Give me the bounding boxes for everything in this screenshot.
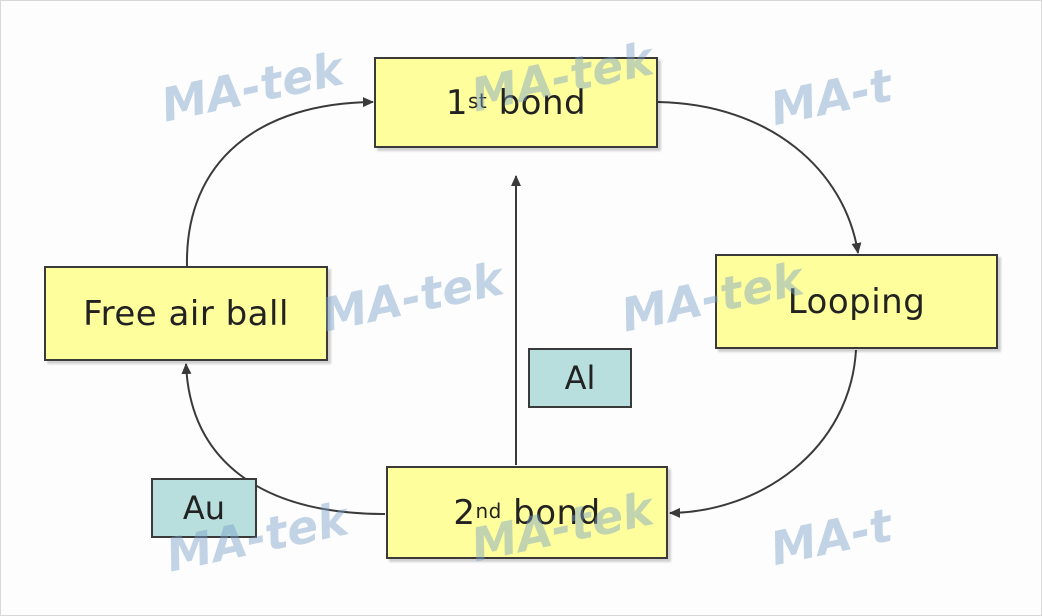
node-second-bond-label: bond [501, 492, 601, 533]
arrow-first-bond-to-looping [657, 101, 862, 254]
tag-al: Al [528, 348, 632, 408]
arrow-looping-to-second-bond [669, 349, 857, 518]
tag-au-label: Au [182, 489, 226, 527]
node-first-bond-num: 1 [445, 82, 469, 123]
arrow-free-air-ball-to-first-bond [185, 97, 374, 267]
node-free-air-ball: Free air ball [44, 266, 328, 361]
node-looping: Looping [715, 254, 998, 349]
node-first-bond-label: bond [487, 82, 587, 123]
node-looping-label: Looping [787, 281, 926, 322]
tag-al-label: Al [564, 359, 596, 397]
tag-au: Au [151, 478, 257, 538]
node-second-bond-num: 2 [453, 492, 476, 533]
node-free-air-ball-label: Free air ball [83, 293, 289, 334]
node-second-bond-suffix: nd [475, 498, 502, 523]
node-first-bond-suffix: st [468, 88, 488, 113]
arrow-second-bond-to-free-air-ball [181, 363, 386, 515]
